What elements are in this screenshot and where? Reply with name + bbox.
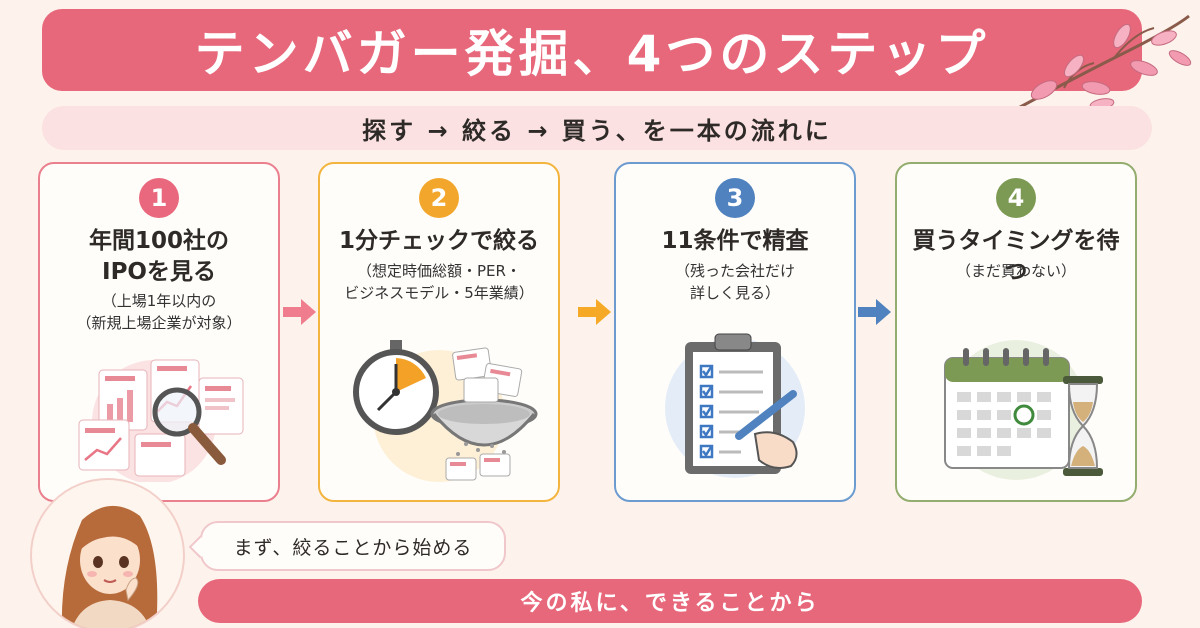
step-sub-3-line1: （残った会社だけ	[674, 262, 795, 280]
speech-bubble: まず、絞ることから始める	[188, 521, 506, 571]
step-number-2: 2	[419, 178, 459, 218]
calendar-hourglass-icon	[944, 340, 1103, 480]
arrow-right-icon	[858, 299, 891, 325]
step-heading-3-line1: 11条件で精査	[661, 228, 809, 254]
woman-thinking-icon	[61, 505, 158, 628]
step-number-1: 1	[139, 178, 179, 218]
speech-bubble-tail	[188, 535, 212, 559]
step-card-3: 3 11条件で精査 （残った会社だけ 詳しく見る）	[614, 162, 856, 502]
step-card-1: 1 年間100社の IPOを見る （上場1年以内の （新規上場企業が対象）	[38, 162, 280, 502]
step-sub-3-line2: 詳しく見る）	[689, 284, 780, 302]
step-heading-2: 1分チェックで絞る	[320, 226, 558, 257]
step-heading-3: 11条件で精査	[616, 226, 854, 257]
step-sub-1: （上場1年以内の （新規上場企業が対象）	[40, 290, 278, 334]
step-heading-1: 年間100社の IPOを見る	[40, 226, 278, 288]
step-sub-4-line1: （まだ買わない）	[955, 262, 1076, 280]
step-card-4: 4 買うタイミングを待つ （まだ買わない）	[895, 162, 1137, 502]
step-heading-4-line1: 買うタイミングを待つ	[912, 228, 1120, 285]
step-sub-2-line2: ビジネスモデル・5年業績）	[344, 284, 534, 302]
arrow-right-icon	[283, 299, 316, 325]
documents-magnifier-icon	[78, 359, 244, 482]
step-heading-1-line2: IPOを見る	[102, 259, 216, 285]
avatar	[30, 478, 185, 628]
title-banner: テンバガー発掘、4つのステップ	[42, 9, 1142, 91]
step-sub-1-line2: （新規上場企業が対象）	[76, 314, 242, 332]
step-number-4: 4	[996, 178, 1036, 218]
step-sub-3: （残った会社だけ 詳しく見る）	[616, 260, 854, 304]
arrow-right-icon	[578, 299, 611, 325]
step-sub-1-line1: （上場1年以内の	[101, 292, 217, 310]
step-heading-4: 買うタイミングを待つ	[897, 226, 1135, 288]
footer-banner: 今の私に、できることから	[198, 579, 1142, 623]
stopwatch-sieve-icon	[353, 340, 538, 482]
subtitle-bar: 探す → 絞る → 買う、を一本の流れに	[42, 106, 1152, 150]
sakura-branch-icon	[1008, 14, 1192, 115]
step-sub-2: （想定時価総額・PER・ ビジネスモデル・5年業績）	[320, 260, 558, 304]
speech-bubble-text: まず、絞ることから始める	[233, 536, 473, 559]
step-heading-2-line1: 1分チェックで絞る	[338, 228, 539, 254]
step-number-3: 3	[715, 178, 755, 218]
clipboard-checklist-icon	[665, 333, 805, 478]
footer-text: 今の私に、できることから	[520, 591, 820, 616]
step-heading-1-line1: 年間100社の	[88, 228, 229, 254]
step-sub-4: （まだ買わない）	[897, 260, 1135, 282]
step-card-2: 2 1分チェックで絞る （想定時価総額・PER・ ビジネスモデル・5年業績）	[318, 162, 560, 502]
page-title: テンバガー発掘、4つのステップ	[194, 25, 990, 83]
step-sub-2-line1: （想定時価総額・PER・	[357, 262, 521, 280]
subtitle: 探す → 絞る → 買う、を一本の流れに	[362, 116, 832, 145]
